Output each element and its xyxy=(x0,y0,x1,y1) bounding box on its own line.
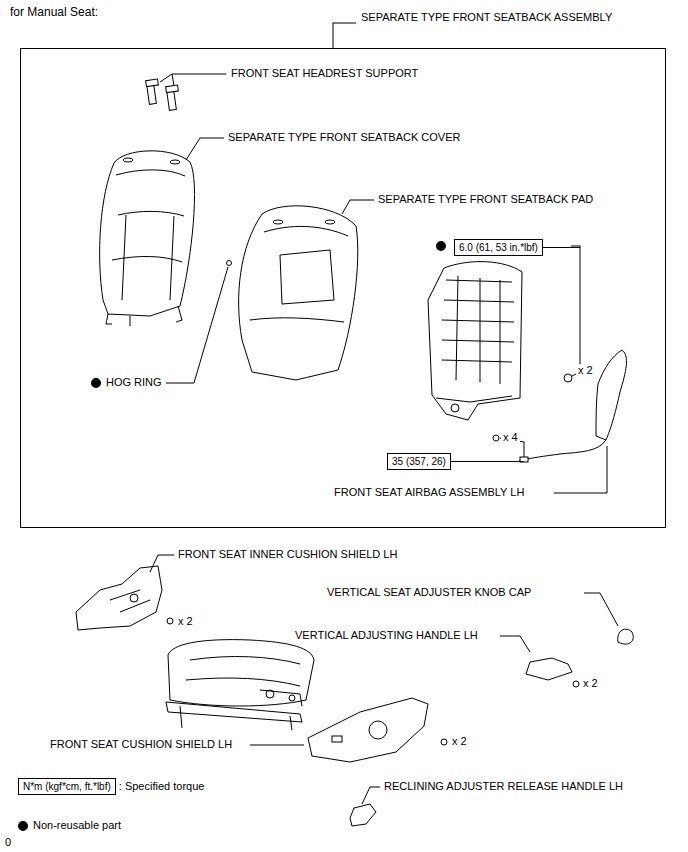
leader-line xyxy=(250,745,304,746)
torque-box: 6.0 (61, 53 in.*lbf) xyxy=(454,239,543,256)
leader-line xyxy=(160,74,226,82)
non-reusable-mark xyxy=(436,241,446,251)
leader-line xyxy=(186,138,224,160)
leader-line xyxy=(571,246,580,376)
leader-line xyxy=(333,23,356,48)
legend-text: Non-reusable part xyxy=(31,819,123,832)
inner-cushion-shield xyxy=(76,566,162,630)
seatback-cover xyxy=(100,151,195,326)
part-name: HOG RING xyxy=(104,376,164,389)
leader-line xyxy=(342,200,374,214)
part-name: VERTICAL SEAT ADJUSTER KNOB CAP xyxy=(325,586,533,599)
non-reusable-mark xyxy=(91,378,101,388)
part-name: FRONT SEAT HEADREST SUPPORT xyxy=(229,67,420,80)
quantity: x 2 xyxy=(450,735,469,748)
screw xyxy=(441,739,447,745)
part-name: FRONT SEAT INNER CUSHION SHIELD LH xyxy=(176,548,399,561)
leader-line xyxy=(584,593,618,626)
nut xyxy=(564,374,572,382)
leader-line xyxy=(150,555,174,572)
torque-value: 6.0 (61, 53 in.*lbf) xyxy=(459,242,538,253)
leader-line xyxy=(166,267,228,383)
release-handle xyxy=(350,804,376,826)
seatback-frame xyxy=(428,262,522,420)
leader-line xyxy=(543,247,580,248)
cushion-shield xyxy=(308,698,428,762)
assembly-group-box: SEPARATE TYPE FRONT SEATBACK ASSEMBLY6.0… xyxy=(20,48,666,528)
quantity: x 2 xyxy=(581,677,600,690)
screw xyxy=(573,681,579,687)
legend-torque-box: N*m (kgf*cm, ft.*lbf) xyxy=(18,778,116,795)
airbag xyxy=(520,350,626,462)
group-heading: SEPARATE TYPE FRONT SEATBACK ASSEMBLY xyxy=(359,11,614,24)
quantity: x 2 xyxy=(576,364,595,377)
page-title: for Manual Seat: xyxy=(8,5,100,19)
leader-line xyxy=(554,446,607,493)
leader-line xyxy=(451,461,524,462)
torque-value: N*m (kgf*cm, ft.*lbf) xyxy=(23,781,111,792)
vertical-handle xyxy=(526,658,572,680)
leader-line xyxy=(172,74,174,86)
figure-number: 0 xyxy=(3,836,13,849)
torque-box: 35 (357, 26) xyxy=(387,453,451,470)
seatback-pad xyxy=(239,206,358,380)
quantity: x 4 xyxy=(501,431,520,444)
bolt xyxy=(493,435,499,441)
quantity: x 2 xyxy=(176,615,195,628)
legend-dot xyxy=(18,821,28,831)
legend-text: : Specified torque xyxy=(117,780,207,793)
leader-line xyxy=(500,636,530,652)
seat-cushion xyxy=(166,640,314,730)
knob-cap xyxy=(618,629,633,644)
hog-ring xyxy=(227,261,232,266)
part-name: SEPARATE TYPE FRONT SEATBACK COVER xyxy=(226,131,462,144)
part-name: FRONT SEAT AIRBAG ASSEMBLY LH xyxy=(332,486,526,499)
part-name: VERTICAL ADJUSTING HANDLE LH xyxy=(293,629,480,642)
screw xyxy=(167,618,173,624)
leader-line xyxy=(362,787,380,804)
torque-value: 35 (357, 26) xyxy=(392,456,446,467)
part-name: SEPARATE TYPE FRONT SEATBACK PAD xyxy=(376,193,595,206)
part-name: FRONT SEAT CUSHION SHIELD LH xyxy=(48,738,234,751)
part-name: RECLINING ADJUSTER RELEASE HANDLE LH xyxy=(382,780,625,793)
